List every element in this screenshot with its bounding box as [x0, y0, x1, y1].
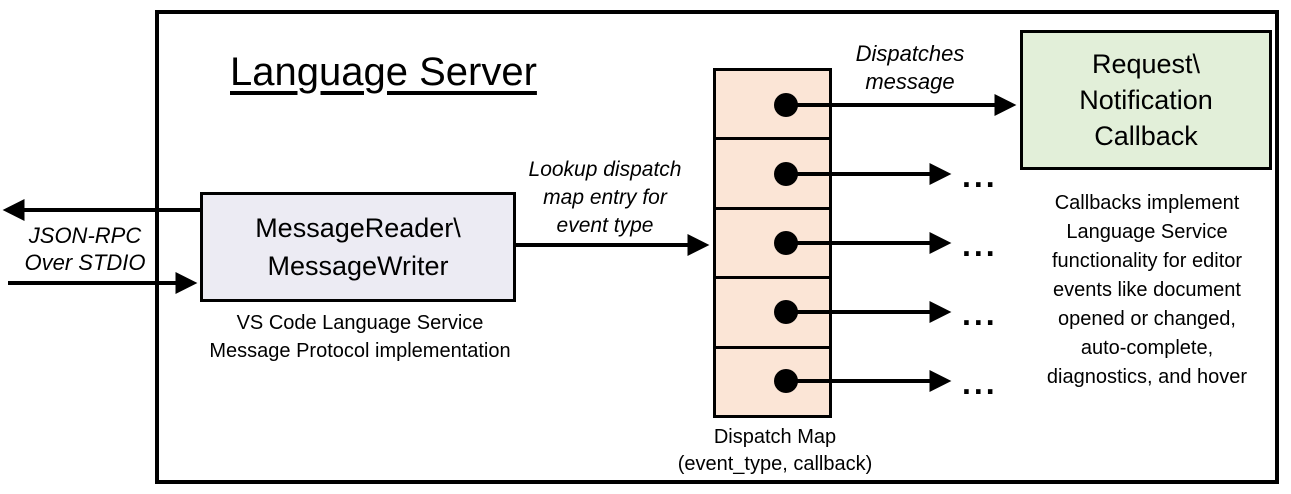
io-label-line-2: Over STDIO [24, 250, 146, 275]
json-rpc-stdio-label: JSON-RPC Over STDIO [10, 222, 160, 276]
callback-box-line-2: Notification [1079, 85, 1213, 115]
callbacks-note-line-7: diagnostics, and hover [1046, 366, 1248, 388]
dispatch-map-caption: Dispatch Map (event_type, callback) [660, 424, 890, 478]
message-reader-writer-box: MessageReader\ MessageWriter [200, 192, 516, 302]
ellipsis: ... [962, 296, 998, 332]
message-caption-line-2: Message Protocol implementation [209, 340, 511, 362]
ellipsis: ... [962, 158, 998, 194]
ellipsis: ... [962, 227, 998, 263]
diagram-title: Language Server [230, 50, 537, 94]
dispatch-map-cell [716, 209, 829, 280]
message-caption-line-1: VS Code Language Service [236, 312, 484, 334]
message-box-line-1: MessageReader\ [255, 213, 461, 243]
dispatches-message-label: Dispatches message [828, 40, 992, 96]
lookup-dispatch-label: Lookup dispatch map entry for event type [515, 156, 695, 240]
dispatch-map-cell [716, 71, 829, 141]
callbacks-note-line-2: Language Service [1066, 221, 1228, 243]
dispatch-caption-line-1: Dispatch Map [713, 426, 837, 448]
message-box-caption: VS Code Language Service Message Protoco… [180, 309, 540, 365]
dispatch-map-cell [716, 140, 829, 210]
callbacks-note-line-5: opened or changed, [1058, 308, 1236, 330]
dispatches-label-line-1: Dispatches [855, 41, 965, 66]
callbacks-note: Callbacks implement Language Service fun… [1022, 189, 1272, 392]
dispatch-map-cell [716, 348, 829, 416]
lookup-label-line-3: event type [556, 214, 654, 237]
dispatches-label-line-2: message [865, 69, 955, 94]
request-notification-callback-box: Request\ Notification Callback [1020, 30, 1272, 170]
dispatch-map-cell [716, 279, 829, 349]
callbacks-note-line-3: functionality for editor [1051, 250, 1243, 272]
callbacks-note-line-1: Callbacks implement [1054, 192, 1240, 214]
callbacks-note-line-4: events like document [1053, 279, 1241, 301]
dispatch-map [713, 68, 832, 418]
dispatch-caption-line-2: (event_type, callback) [677, 453, 873, 475]
language-server-boundary [155, 10, 1279, 484]
callbacks-note-line-6: auto-complete, [1080, 337, 1214, 359]
io-label-line-1: JSON-RPC [28, 223, 142, 248]
lookup-label-line-2: map entry for [543, 186, 667, 209]
callback-box-line-3: Callback [1094, 121, 1198, 151]
lookup-label-line-1: Lookup dispatch [528, 158, 682, 181]
message-box-line-2: MessageWriter [267, 251, 449, 281]
ellipsis: ... [962, 365, 998, 401]
callback-box-line-1: Request\ [1091, 49, 1201, 79]
